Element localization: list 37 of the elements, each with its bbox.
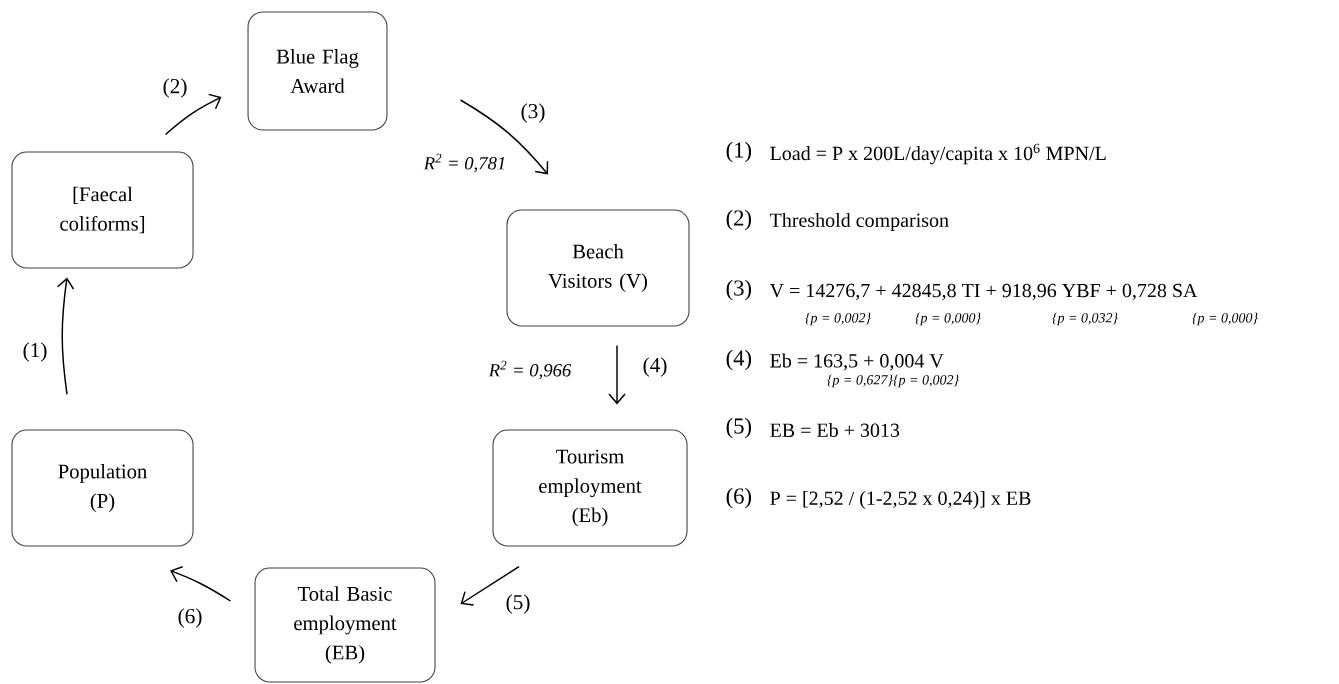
edge-label: (3) xyxy=(519,102,547,124)
equation-number: (1) xyxy=(726,141,752,163)
arrow xyxy=(459,99,549,175)
p-value-note: {p = 0,032} xyxy=(1052,312,1118,326)
r-squared-label: R$^{2}$ = 0,966 xyxy=(488,360,572,380)
arrow xyxy=(170,566,232,602)
equation-number: (3) xyxy=(726,279,752,301)
equation-text: P = [2,52 / (1-2,52 x 0,24)] x EB xyxy=(770,490,1031,510)
arrow xyxy=(608,344,626,405)
equation-number: (2) xyxy=(726,209,752,231)
process-box: [Faecal coliforms] xyxy=(11,151,194,269)
process-box: Total Basic employment (EB) xyxy=(254,567,436,683)
process-box: Beach Visitors (V) xyxy=(506,209,690,327)
edge-label: (6) xyxy=(176,607,204,629)
equation-number: (6) xyxy=(726,487,752,509)
equation-text: V = 14276,7 + 42845,8 TI + 918,96 YBF + 0,728 SA xyxy=(769,283,1198,301)
equation-text: Load = P x 200L/day/capita x 10$^{6}$ MPN/L xyxy=(770,143,1106,165)
equation-number: (5) xyxy=(726,417,752,439)
equation-text: Threshold comparison xyxy=(769,212,949,232)
equation-text: EB = Eb + 3013 xyxy=(770,422,900,437)
equation-number: (4) xyxy=(726,349,752,371)
p-value-note: {p = 0,627}{p = 0,002} xyxy=(827,374,960,388)
p-value-note: {p = 0,002} xyxy=(805,312,871,326)
arrow xyxy=(164,93,222,136)
equation-text: Eb = 163,5 + 0,004 V xyxy=(770,353,944,371)
p-value-note: {p = 0,000} xyxy=(915,312,981,326)
process-box: Tourism employment (Eb) xyxy=(492,429,688,547)
edge-label: (2) xyxy=(161,77,189,99)
p-value-note: {p = 0,000} xyxy=(1192,312,1258,326)
arrow xyxy=(56,277,75,396)
arrow xyxy=(460,565,520,606)
process-box: Population (P) xyxy=(11,429,194,547)
r-squared-label: R$^{2}$ = 0,781 xyxy=(423,153,505,173)
edge-label: (5) xyxy=(504,593,532,615)
edge-label: (4) xyxy=(641,356,669,378)
process-box: Blue Flag Award xyxy=(247,11,388,131)
edge-label: (1) xyxy=(21,341,49,363)
